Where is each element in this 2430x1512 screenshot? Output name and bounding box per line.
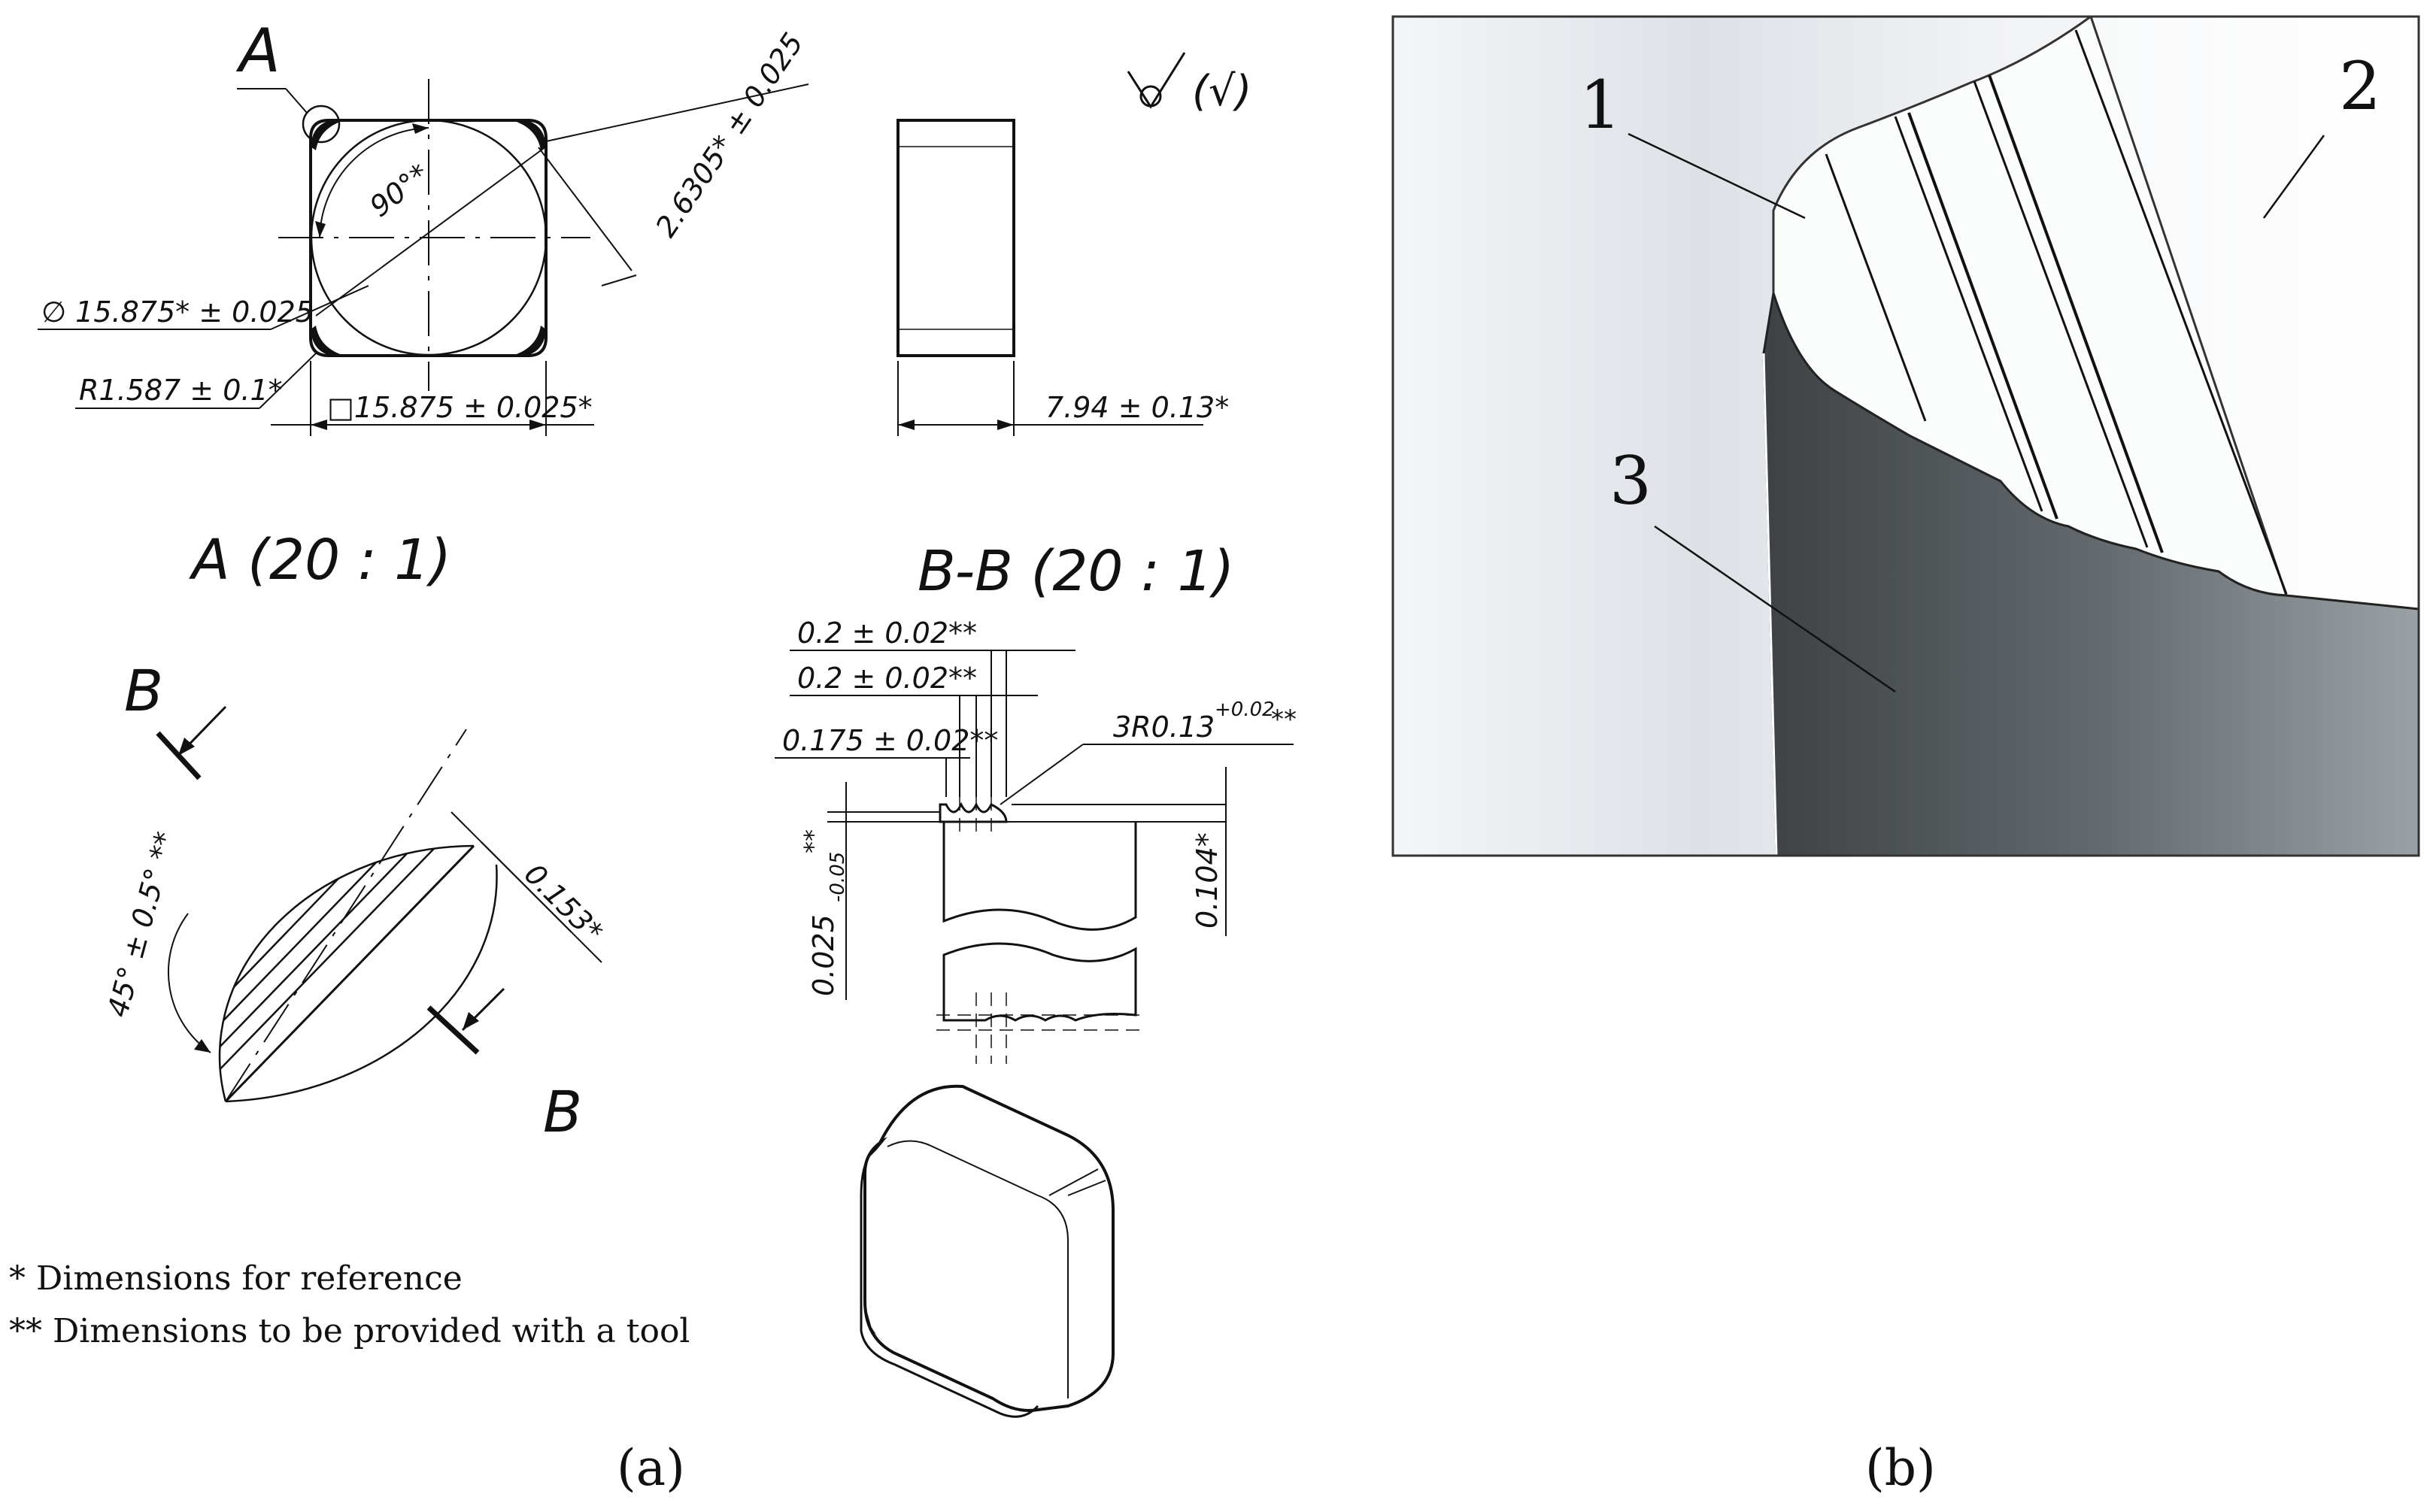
depth-0025-label: 0.025 [807,914,840,996]
callout-3: 3 [1609,442,1652,520]
depth-0025-stars-label: ** [799,829,827,853]
radius-3r-tol-label: +0.02 [1215,698,1275,721]
dim-02-a-label: 0.2 ± 0.02** [797,617,977,650]
panel-b-label: (b) [1865,1439,1936,1497]
view-a-marker: A [235,16,281,86]
radius-3r-stars-label: ** [1271,704,1297,735]
callout-2: 2 [2339,47,2381,125]
insert-side-view [896,119,1203,436]
section-marker-bottom: B [543,1078,582,1145]
callout-1: 1 [1579,66,1622,144]
dim-02-b-label: 0.2 ± 0.02** [797,662,977,695]
dim-0175-label: 0.175 ± 0.02** [782,724,998,757]
panel-a: (√) [9,16,1297,1497]
width-0153-label: 0.153* [518,857,609,948]
square-dim-label: □15.875 ± 0.025* [327,391,593,424]
height-0104-label: 0.104* [1191,832,1224,929]
insert-top-view [38,79,809,436]
roughness-paren: (√) [1192,67,1251,116]
detail-a [156,705,602,1103]
radius-3r-label: 3R0.13 [1113,711,1215,744]
diag-dim-label: 2.6305* ± 0.025 [649,27,810,243]
footnote-tool: ** Dimensions to be provided with a tool [9,1312,690,1350]
dia-dim-label: ∅ 15.875* ± 0.025 [41,295,314,329]
radius-dim-label: R1.587 ± 0.1* [79,374,283,407]
footnote-reference: * Dimensions for reference [9,1259,463,1298]
roughness-symbol: (√) [1127,52,1251,116]
thickness-dim-label: 7.94 ± 0.13* [1045,391,1229,424]
insert-isometric-view [860,1084,1115,1418]
section-b-b [775,650,1294,1064]
panel-b: 1 2 3 (b) [1391,15,2420,1497]
section-b-b-title: B-B (20 : 1) [918,539,1234,604]
angle-90-label: 90°* [363,157,435,223]
panel-a-label: (a) [617,1439,685,1497]
detail-a-title: A (20 : 1) [189,528,451,592]
depth-0025-tol-label: -0.05 [827,852,849,902]
section-marker-top: B [124,657,163,724]
